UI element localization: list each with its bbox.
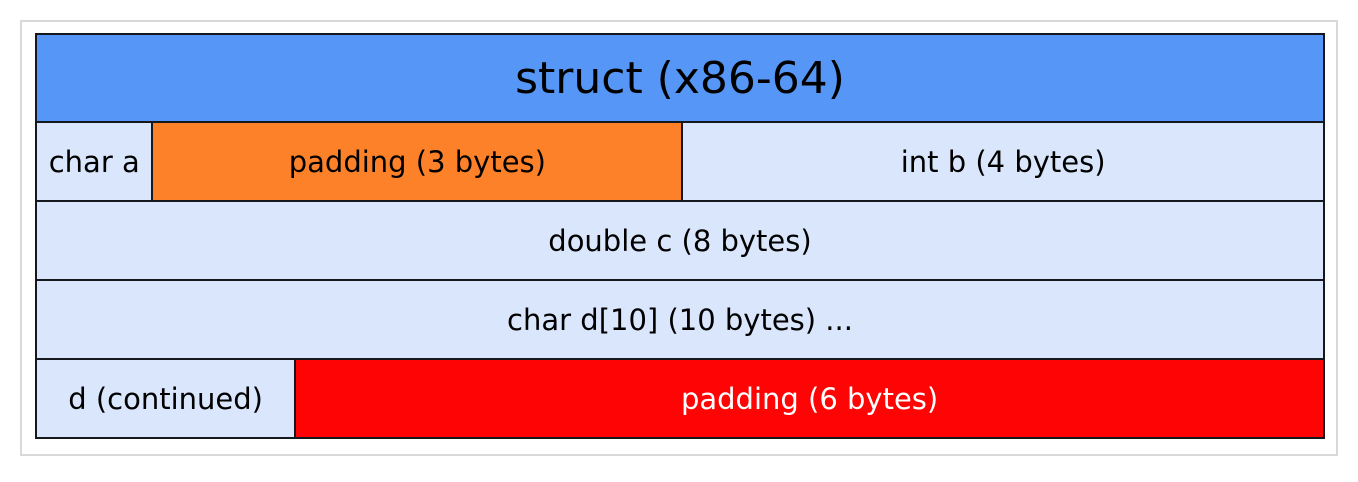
cell-padding-6-bytes: padding (6 bytes) <box>294 360 1323 437</box>
bytes-row-2: double c (8 bytes) <box>37 200 1323 279</box>
struct-title-cell: struct (x86-64) <box>37 35 1323 121</box>
title-row: struct (x86-64) <box>37 35 1323 121</box>
cell-d-continued: d (continued) <box>37 360 295 437</box>
outer-frame: struct (x86-64) char a padding (3 bytes)… <box>20 20 1338 456</box>
bytes-row-4: d (continued) padding (6 bytes) <box>37 358 1323 437</box>
cell-char-a: char a <box>37 123 152 200</box>
cell-double-c: double c (8 bytes) <box>37 202 1323 279</box>
struct-layout-diagram: struct (x86-64) char a padding (3 bytes)… <box>35 33 1325 439</box>
bytes-row-1: char a padding (3 bytes) int b (4 bytes) <box>37 121 1323 200</box>
cell-int-b: int b (4 bytes) <box>681 123 1323 200</box>
bytes-row-3: char d[10] (10 bytes) ... <box>37 279 1323 358</box>
cell-char-d-array: char d[10] (10 bytes) ... <box>37 281 1323 358</box>
cell-padding-3-bytes: padding (3 bytes) <box>151 123 682 200</box>
